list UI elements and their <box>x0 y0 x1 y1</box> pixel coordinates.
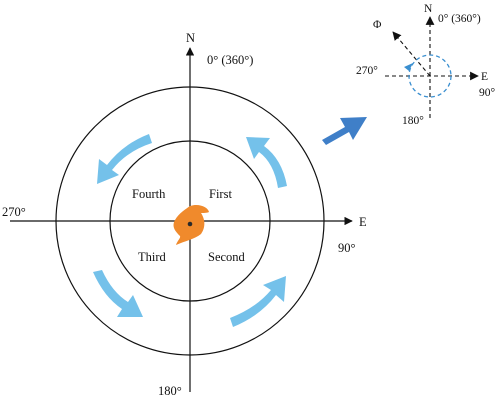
inset-phi-direction-line <box>392 31 431 77</box>
main-east-label: E <box>359 215 367 229</box>
main-north-label: N <box>186 31 195 45</box>
inset-west-degrees-label: 270° <box>356 65 378 77</box>
tropical-cyclone-icon <box>173 204 209 245</box>
inset-phi-label: Φ <box>373 19 382 31</box>
main-west-degrees-label: 270° <box>2 205 26 219</box>
curved-arrow-icon <box>230 276 286 327</box>
inset-east-degrees-label: 90° <box>479 87 496 99</box>
inset-east-label: E <box>481 71 488 83</box>
curved-arrow-icon <box>93 270 143 317</box>
main-south-degrees-label: 180° <box>158 384 182 398</box>
inset-north-label: N <box>424 3 433 15</box>
main-compass: N 0° (360°) E 90° 180° 270° First Second… <box>2 31 367 398</box>
curved-arrow-icon <box>97 134 152 184</box>
inset-south-degrees-label: 180° <box>402 115 424 127</box>
main-north-degrees-label: 0° (360°) <box>207 53 253 67</box>
quadrant-first-label: First <box>209 187 232 201</box>
quadrant-second-label: Second <box>208 250 246 264</box>
quadrant-third-label: Third <box>138 250 167 264</box>
thick-arrow-icon <box>322 117 367 145</box>
quadrant-fourth-label: Fourth <box>132 187 166 201</box>
inset-angle-circle <box>408 54 452 98</box>
curved-arrow-icon <box>246 137 287 188</box>
main-east-degrees-label: 90° <box>338 241 356 255</box>
inset-north-degrees-label: 0° (360°) <box>438 13 481 25</box>
inset-angle-arrowhead <box>404 63 413 71</box>
inset-compass: N 0° (360°) Φ 270° E 90° 180° <box>356 3 496 127</box>
